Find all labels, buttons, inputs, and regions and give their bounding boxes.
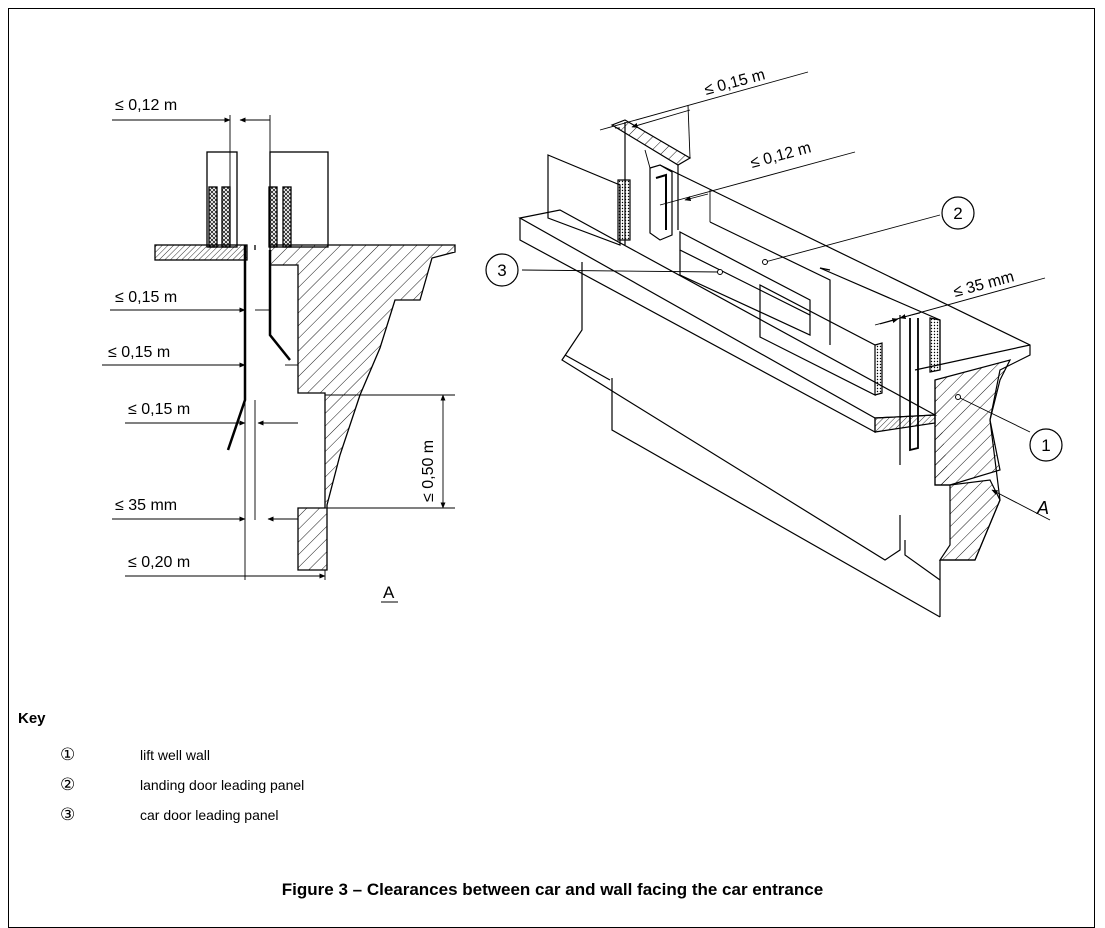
dim-label-right-3: ≤ 35 mm — [952, 268, 1016, 300]
dim-label-left-4: ≤ 0,15 m — [128, 401, 190, 418]
left-dimensions — [102, 117, 455, 579]
right-dimensions — [521, 71, 1051, 521]
key-list: ① lift well wall ② landing door leading … — [60, 740, 304, 830]
arrow-label-a: A — [1036, 498, 1049, 518]
key-item: ② landing door leading panel — [60, 770, 304, 800]
key-label: lift well wall — [140, 747, 211, 763]
view-label-a: A — [383, 583, 395, 602]
key-title: Key — [18, 710, 46, 727]
dim-label-right-2: ≤ 0,12 m — [749, 139, 813, 172]
dim-label-left-7: ≤ 0,50 m — [420, 440, 437, 502]
callout-3: 3 — [497, 261, 506, 280]
callout-numbers: 2 3 1 — [497, 204, 1050, 455]
key-number: ① — [60, 745, 76, 765]
callout-1: 1 — [1041, 436, 1050, 455]
key-label: landing door leading panel — [140, 777, 305, 793]
left-dimension-labels: ≤ 0,12 m ≤ 0,15 m ≤ 0,15 m ≤ 0,15 m ≤ 35… — [108, 97, 437, 602]
dim-label-left-2: ≤ 0,15 m — [115, 289, 177, 306]
dim-label-left-3: ≤ 0,15 m — [108, 344, 170, 361]
key-number: ③ — [60, 805, 76, 825]
key-label: car door leading panel — [140, 807, 279, 823]
key-number: ② — [60, 775, 76, 795]
figure-caption: Figure 3 – Clearances between car and wa… — [281, 880, 824, 899]
dim-label-left-1: ≤ 0,12 m — [115, 97, 177, 114]
dim-label-left-5: ≤ 35 mm — [115, 497, 177, 514]
callout-2: 2 — [953, 204, 962, 223]
key-item: ③ car door leading panel — [60, 800, 304, 830]
dim-label-right-1: ≤ 0,15 m — [703, 66, 767, 99]
callout-dots — [717, 259, 961, 400]
key-item: ① lift well wall — [60, 740, 304, 770]
dim-label-left-6: ≤ 0,20 m — [128, 554, 190, 571]
left-section-view — [154, 115, 456, 580]
callout-circles — [485, 196, 1063, 462]
right-isometric-view — [518, 119, 1031, 618]
